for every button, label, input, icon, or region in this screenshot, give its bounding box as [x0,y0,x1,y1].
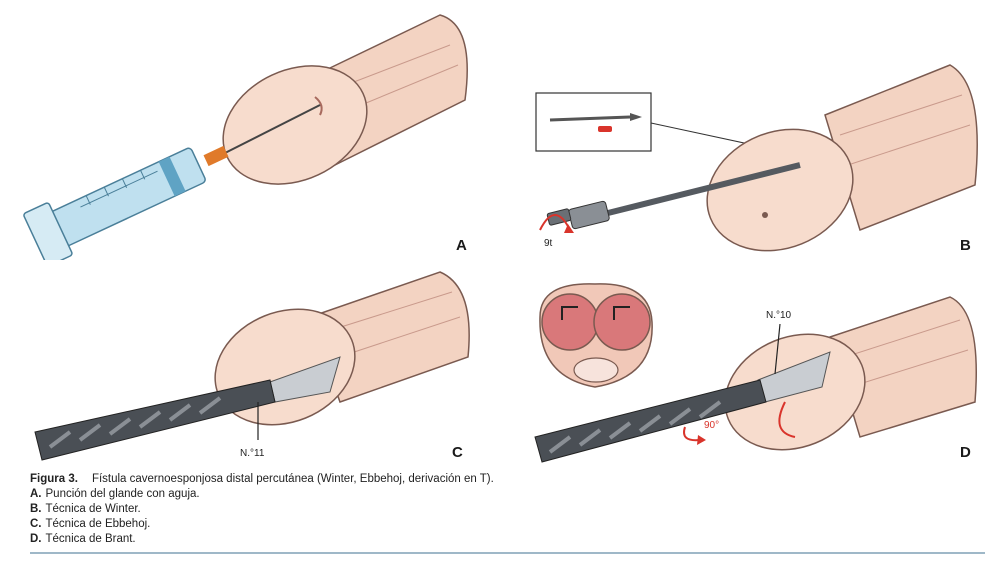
panel-c-drawing [34,271,470,461]
blade-rotation-arrow [778,401,796,438]
panel-letter-c: C [452,444,463,461]
cross-section-inset [539,283,653,388]
caption-item-letter: D. [30,533,42,545]
caption-item: B.Técnica de Winter. [30,502,980,517]
panel-a: A [20,5,480,260]
panel-letter-a: A [456,237,467,254]
caption-figure-label: Figura 3. [30,473,78,485]
glans [706,128,854,252]
callout-leader [774,323,781,375]
syringe-barrel [50,147,206,247]
caption-item: D.Técnica de Brant. [30,532,980,547]
panel-letter-b: B [960,237,971,254]
caption-item: C.Técnica de Ebbehoj. [30,517,980,532]
caption-item-letter: B. [30,503,42,515]
needle-hub [203,145,229,167]
callout-d-number: N.°10 [766,310,792,321]
panel-d-drawing [534,283,978,463]
scalpel-handle [34,379,276,461]
needle-handle [568,200,610,230]
callout-c-label: N.°11 [240,448,265,459]
penile-shaft [829,296,978,438]
callout-d-angle: 90° [704,420,720,431]
caption-item: A.Punción del glande con aguja. [30,487,980,502]
figure-caption: Figura 3. Fístula cavernoesponjosa distal… [30,472,980,547]
panel-c: N.°11 C [30,262,480,467]
needle [224,104,321,154]
caption-item-text: Técnica de Brant. [45,533,136,545]
figure-illustration: A 9t B [20,5,990,467]
panel-letter-d: D [960,444,971,461]
caption-item-text: Punción del glande con aguja. [45,488,200,500]
caption-title-line: Figura 3. Fístula cavernoesponjosa distal… [30,472,980,487]
syringe-plunger [23,202,73,260]
caption-item-text: Técnica de Ebbehoj. [45,518,151,530]
caption-item-letter: A. [30,488,42,500]
rotation-arrow [683,426,701,442]
caption-item-letter: C. [30,518,42,530]
caption-item-text: Técnica de Winter. [45,503,141,515]
panel-a-drawing [23,14,468,260]
panel-b-drawing [535,64,978,252]
panel-b: 9t B [530,5,990,260]
callout-b-label: 9t [544,238,553,249]
panel-d: N.°10 90° D [530,262,990,467]
caption-title: Fístula cavernoesponjosa distal percután… [91,473,494,485]
biopsy-needle [599,162,801,218]
caption-bottom-rule [30,552,985,554]
inset-box [535,92,652,152]
